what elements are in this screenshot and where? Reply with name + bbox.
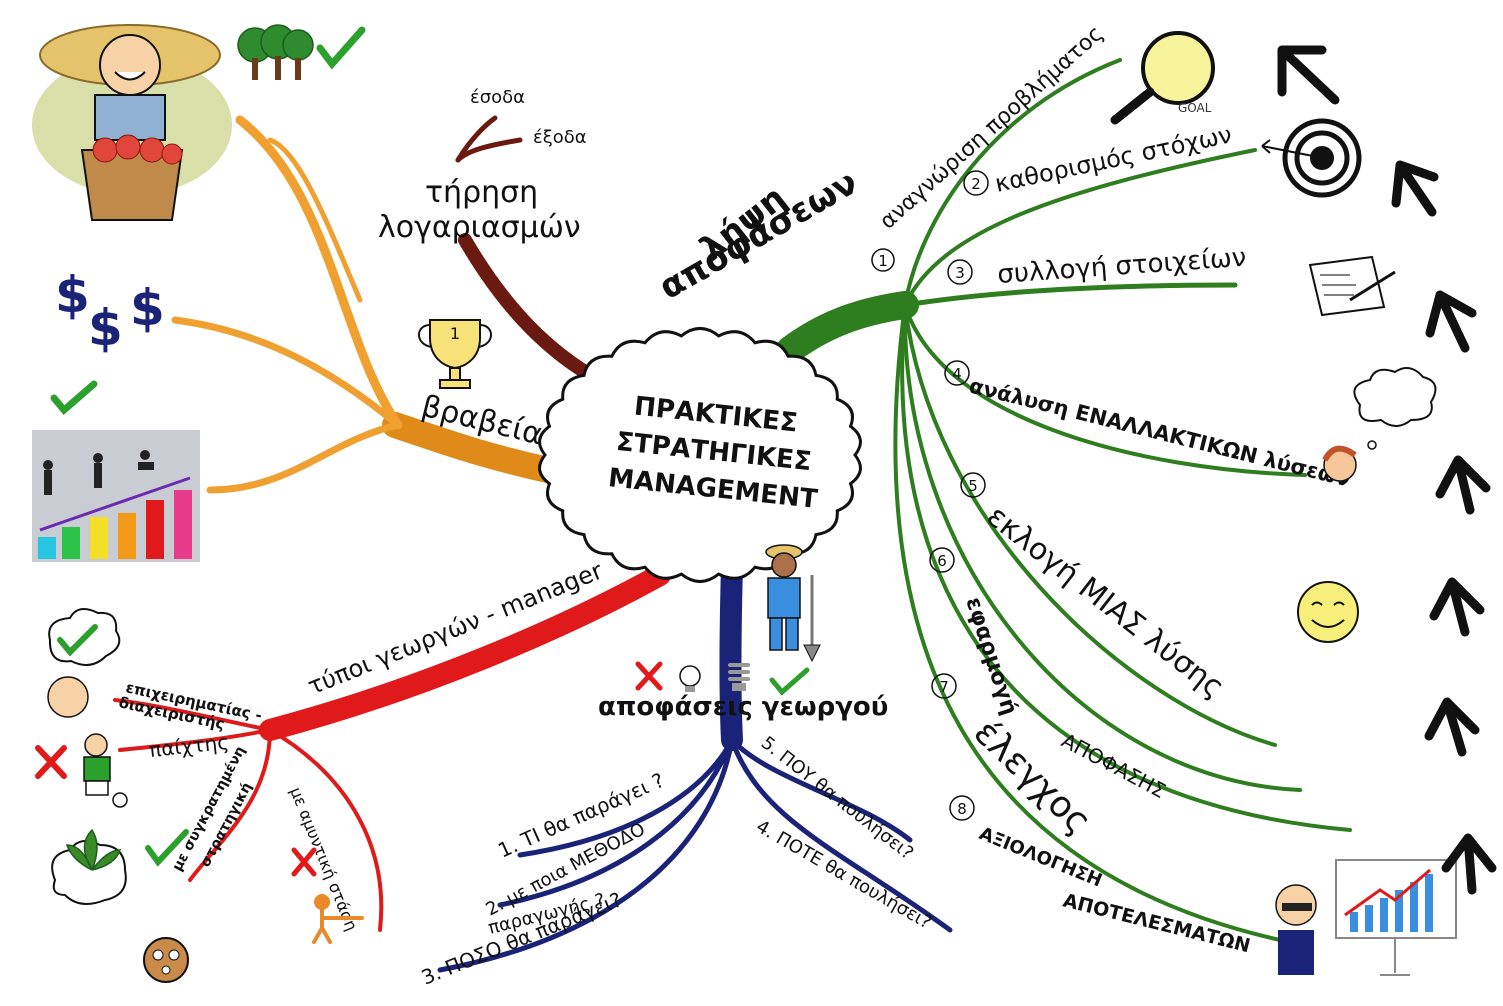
step-8-label-a: ΑΞΙΟΛΟΓΗΣΗ xyxy=(976,823,1105,891)
growth-chart-icon xyxy=(32,430,200,562)
step-4-label: ανάλυση ΕΝΑΛΛΑΚΤΙΚΩΝ λύσεων xyxy=(967,374,1353,492)
arrow-up-icon-1 xyxy=(1277,45,1340,105)
arrow-up-icon-7 xyxy=(1441,833,1497,895)
dollar-c: $ xyxy=(130,279,165,337)
check-icon-decisions xyxy=(769,667,810,696)
check-icon-focused xyxy=(145,829,189,867)
accounts-title-line2: λογαριασμών xyxy=(378,210,581,245)
decisions-branch xyxy=(776,58,1352,942)
smiley-icon xyxy=(1297,581,1359,643)
plant-hand-icon xyxy=(51,828,127,905)
center-cloud: ΠΡΑΚΤΙΚΕΣ ΣΤΡΑΤΗΓΙΚΕΣ MANAGEMENT xyxy=(538,326,862,584)
cross-icon-defensive xyxy=(291,847,317,877)
cross-icon-decisions xyxy=(635,661,663,691)
dollar-b: $ xyxy=(88,299,123,357)
trophy-icon: 1 xyxy=(418,319,492,389)
step-5-number: 5 xyxy=(968,477,978,495)
note-icon xyxy=(1308,255,1396,317)
thinking-woman-icon xyxy=(1322,367,1437,482)
trophy-number: 1 xyxy=(450,324,460,343)
step-2-label: καθορισμός στόχων xyxy=(992,120,1234,198)
check-icon-trees xyxy=(316,26,366,70)
farmer-with-shovel-icon xyxy=(765,544,821,663)
target-icon xyxy=(1261,118,1362,198)
farmer-decisions-title: αποφάσεις γεωργού xyxy=(598,692,888,722)
step-3-number: 3 xyxy=(955,264,965,282)
arrow-up-icon-2 xyxy=(1391,160,1439,217)
presenter-chart-icon xyxy=(1275,859,1457,976)
thought-cloud-check-icon xyxy=(47,608,121,718)
farmer-with-basket-icon xyxy=(32,24,232,221)
step-6-label-a: εφαρμογή xyxy=(960,594,1022,718)
dollar-a: $ xyxy=(55,266,90,324)
cross-icon-player xyxy=(35,745,67,779)
arrow-up-icon-3 xyxy=(1425,290,1477,353)
step-8: 8 ΑΞΙΟΛΟΓΗΣΗ ΑΠΟΤΕΛΕΣΜΑΤΩΝ xyxy=(949,795,1252,957)
shooter-icon xyxy=(312,894,364,944)
magnifier-goal-icon: GOAL xyxy=(1110,31,1215,125)
goal-label: GOAL xyxy=(1178,101,1212,115)
worried-face-icon xyxy=(143,937,189,983)
farmer-decisions-branch xyxy=(437,554,953,973)
football-player-icon xyxy=(83,733,128,808)
accounts-income: έσοδα xyxy=(470,87,525,108)
check-icon-chart xyxy=(50,380,98,415)
question-4: 4. ΠΟΤΕ θα πουλήσει? xyxy=(753,816,935,933)
step-2-number: 2 xyxy=(971,175,981,193)
step-5-label: εκλογή ΜΙΑΣ λύσης xyxy=(980,499,1231,706)
farmer-types-branch xyxy=(113,564,671,932)
lightbulb-icon xyxy=(679,665,701,692)
eco-bulb-icon xyxy=(728,663,750,691)
step-8-number: 8 xyxy=(957,800,967,818)
step-7-number: 7 xyxy=(939,678,949,696)
awards-branch xyxy=(171,115,561,494)
arrow-up-icon-4 xyxy=(1435,455,1491,515)
accounts-expense: έξοδα xyxy=(533,127,587,148)
step-1: 1 αναγνώριση προβλήματος xyxy=(871,21,1108,272)
step-4-number: 4 xyxy=(952,365,962,383)
step-1-label: αναγνώριση προβλήματος xyxy=(875,21,1108,234)
progress-arrows xyxy=(1277,45,1497,895)
trees-icon xyxy=(237,24,314,80)
step-1-number: 1 xyxy=(878,252,888,270)
accounts-title-line1: τήρηση xyxy=(425,175,538,210)
accounts-branch xyxy=(455,115,597,382)
step-4: 4 ανάλυση ΕΝΑΛΛΑΚΤΙΚΩΝ λύσεων xyxy=(944,360,1353,492)
decisions-title-line2: αποφάσεων xyxy=(653,162,865,307)
arrow-up-icon-5 xyxy=(1429,577,1485,637)
arrow-up-icon-6 xyxy=(1424,697,1480,757)
step-6-number: 6 xyxy=(937,552,947,570)
decisions-steps: 1 αναγνώριση προβλήματος 2 καθορισμός στ… xyxy=(871,21,1353,957)
dollars-icon: $ $ $ xyxy=(55,266,165,357)
type-player: παίχτης xyxy=(148,730,230,762)
